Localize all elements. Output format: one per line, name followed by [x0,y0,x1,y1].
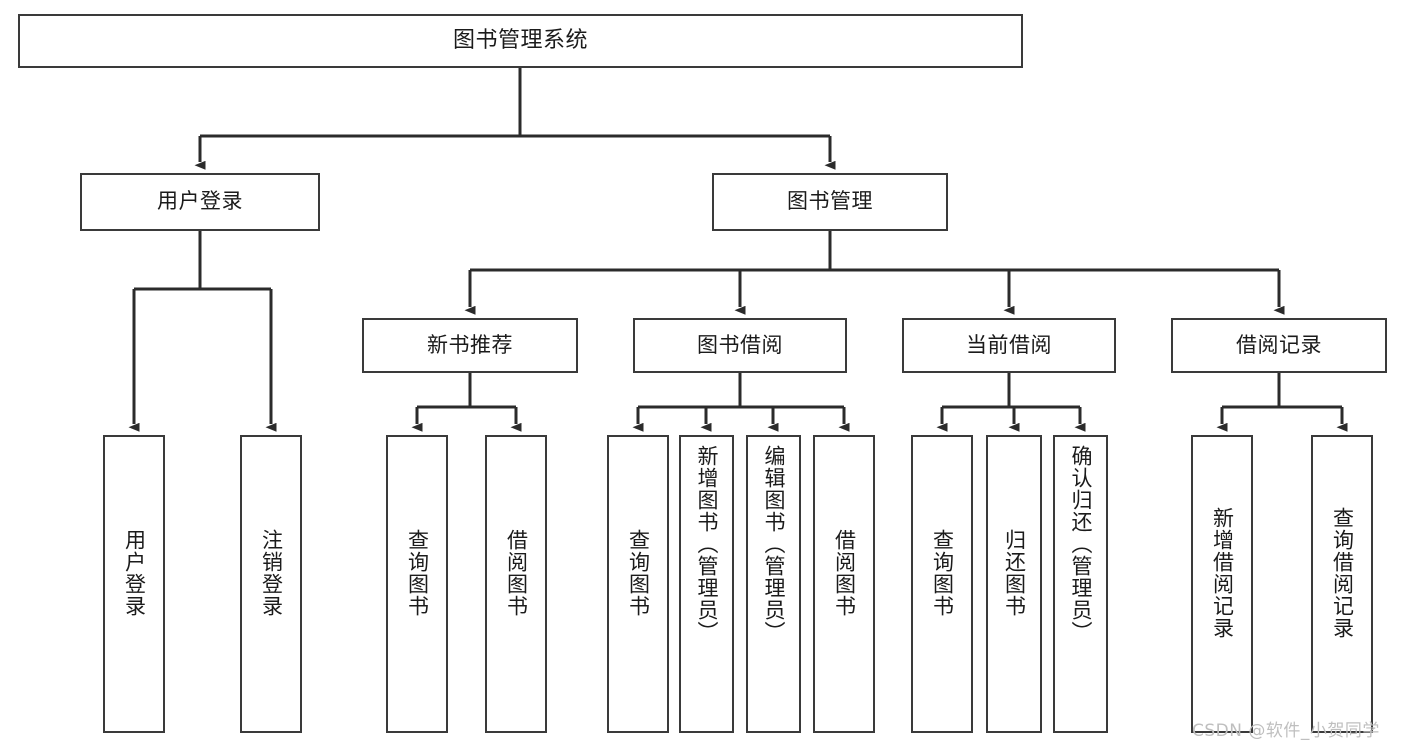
node-leaf-edit-book-admin[interactable]: 编辑图书（管理员） [746,435,801,733]
node-label: 新增图书（管理员） [694,445,719,643]
node-label: 查询图书 [930,529,955,617]
node-book-manage[interactable]: 图书管理 [712,173,948,231]
node-label: 图书借阅 [697,332,783,357]
node-label: 用户登录 [157,189,243,214]
node-root-system[interactable]: 图书管理系统 [18,14,1023,68]
node-leaf-query-book-recommend[interactable]: 查询图书 [386,435,448,733]
node-label: 确认归还（管理员） [1068,445,1093,643]
node-label: 查询图书 [626,529,651,617]
node-leaf-borrow-book[interactable]: 借阅图书 [813,435,875,733]
node-book-borrow[interactable]: 图书借阅 [633,318,847,373]
node-label: 新增借阅记录 [1210,507,1235,639]
node-current-borrow[interactable]: 当前借阅 [902,318,1116,373]
node-leaf-query-borrow-record[interactable]: 查询借阅记录 [1311,435,1373,733]
node-label: 归还图书 [1002,529,1027,617]
node-leaf-return-book[interactable]: 归还图书 [986,435,1042,733]
node-leaf-user-logout[interactable]: 注销登录 [240,435,302,733]
node-label: 注销登录 [259,529,284,617]
node-label: 新书推荐 [427,332,513,357]
node-label: 编辑图书（管理员） [761,445,786,643]
node-label: 借阅图书 [832,529,857,617]
node-leaf-user-login[interactable]: 用户登录 [103,435,165,733]
node-label: 当前借阅 [966,332,1052,357]
node-borrow-record[interactable]: 借阅记录 [1171,318,1387,373]
node-leaf-query-book-borrow[interactable]: 查询图书 [607,435,669,733]
node-user-login[interactable]: 用户登录 [80,173,320,231]
node-new-book-recommend[interactable]: 新书推荐 [362,318,578,373]
node-label: 查询图书 [405,529,430,617]
node-leaf-borrow-book-recommend[interactable]: 借阅图书 [485,435,547,733]
node-label: 用户登录 [122,529,147,617]
node-label: 图书管理 [787,189,873,214]
node-label: 借阅图书 [504,529,529,617]
node-leaf-add-book-admin[interactable]: 新增图书（管理员） [679,435,734,733]
node-leaf-confirm-return-admin[interactable]: 确认归还（管理员） [1053,435,1108,733]
node-label: 图书管理系统 [452,27,588,53]
node-label: 借阅记录 [1236,332,1322,357]
node-leaf-query-book-current[interactable]: 查询图书 [911,435,973,733]
csdn-watermark: CSDN @软件_小贺同学 [1192,721,1380,741]
node-leaf-add-borrow-record[interactable]: 新增借阅记录 [1191,435,1253,733]
node-label: 查询借阅记录 [1330,507,1355,639]
